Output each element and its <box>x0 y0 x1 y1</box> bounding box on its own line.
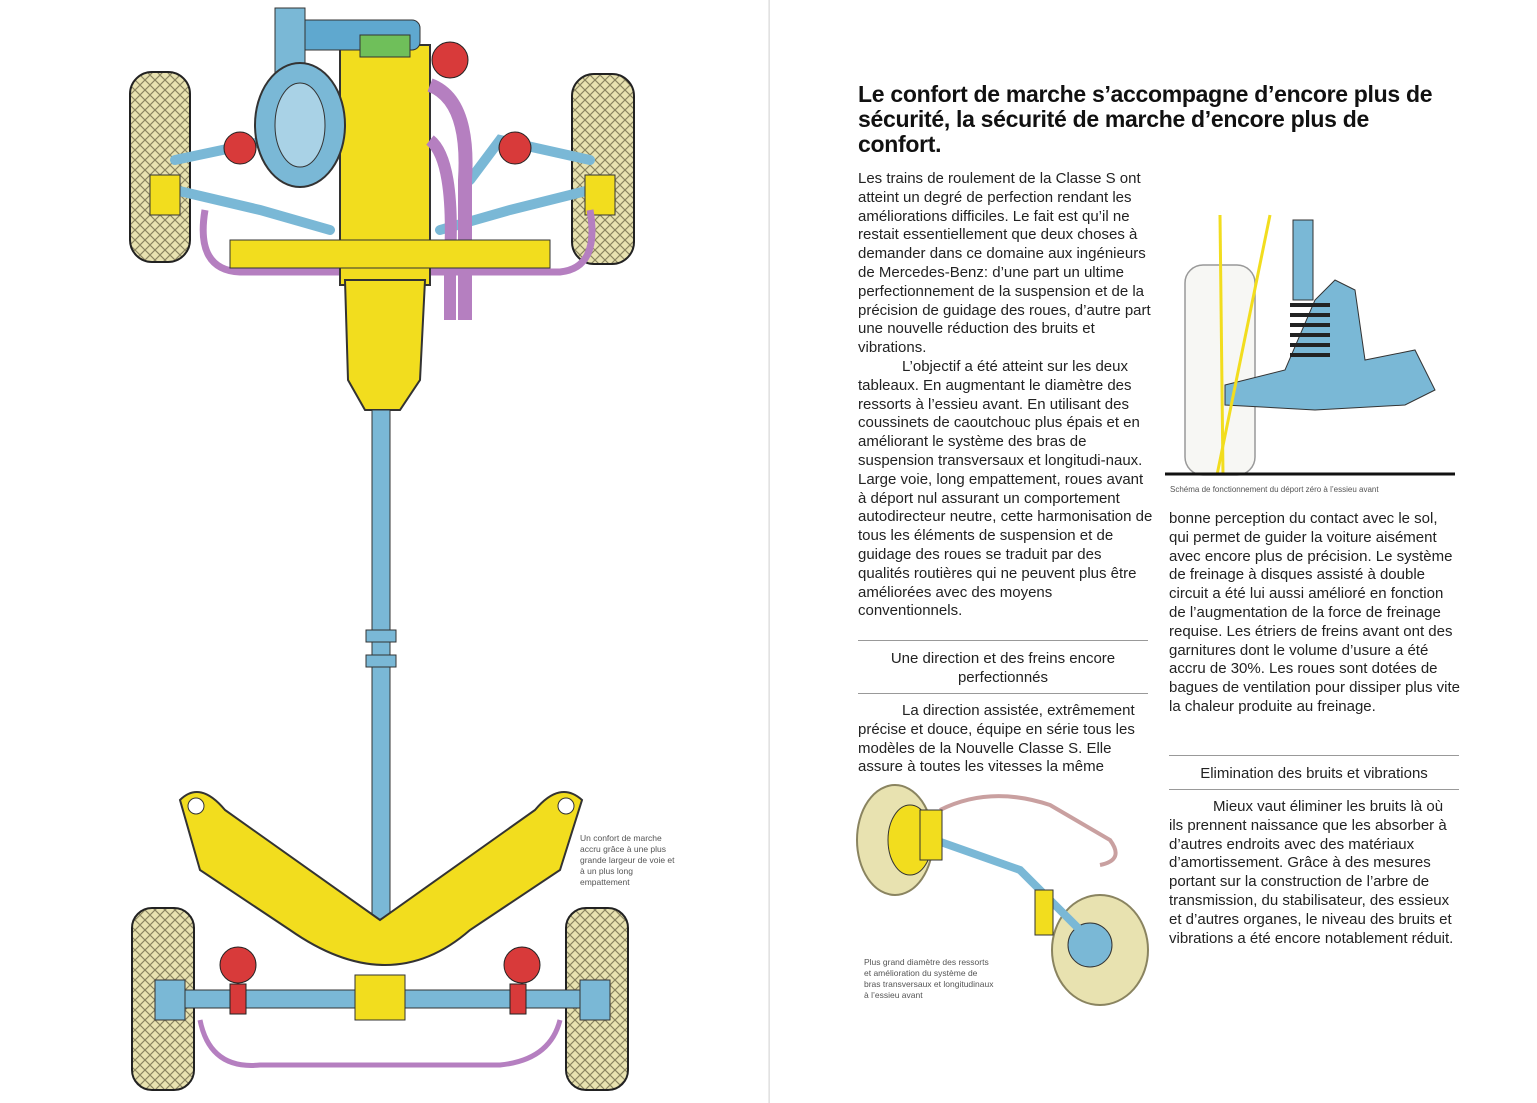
column-2-paragraph-2: Mieux vaut éliminer les bruits là où ils… <box>1169 798 1454 947</box>
scrub-radius-diagram <box>1165 214 1455 476</box>
drive-shaft <box>371 409 391 931</box>
column-2-text-lower: Mieux vaut éliminer les bruits là où ils… <box>1169 798 1461 948</box>
chassis-illustration <box>129 7 635 1091</box>
front-right-wheel <box>571 73 635 265</box>
left-page: Un confort de marche accru grâce à une p… <box>129 7 675 1091</box>
front-axle-caption: Plus grand diamètre des ressorts et amél… <box>864 957 994 1000</box>
column-2-text: bonne perception du contact avec le sol,… <box>1169 510 1461 717</box>
column-1-text-lower: La direction assistée, extrêmement préci… <box>858 702 1148 777</box>
column-1-paragraph-2: L’objectif a été atteint sur les deux ta… <box>858 357 1153 620</box>
gearbox <box>343 279 427 411</box>
column-1-paragraph-3: La direction assistée, extrêmement préci… <box>858 702 1135 776</box>
subhead-bruits: Elimination des bruits et vibrations <box>1169 755 1459 790</box>
subhead-direction: Une direction et des freins encore perfe… <box>858 640 1148 694</box>
column-2-paragraph-1: bonne perception du contact avec le sol,… <box>1169 510 1461 715</box>
rear-subframe <box>178 791 584 966</box>
headline: Le confort de marche s’accompagne d’enco… <box>858 81 1433 157</box>
front-left-wheel <box>129 71 191 263</box>
scrub-radius-caption: Schéma de fonctionnement du déport zéro … <box>1170 485 1379 494</box>
chassis-caption: Un confort de marche accru grâce à une p… <box>580 833 675 887</box>
column-1-paragraph-1: Les trains de roulement de la Classe S o… <box>858 170 1151 357</box>
front-axle-illustration <box>856 784 1149 1006</box>
column-1-text: Les trains de roulement de la Classe S o… <box>858 170 1154 621</box>
right-page <box>770 0 1537 1103</box>
